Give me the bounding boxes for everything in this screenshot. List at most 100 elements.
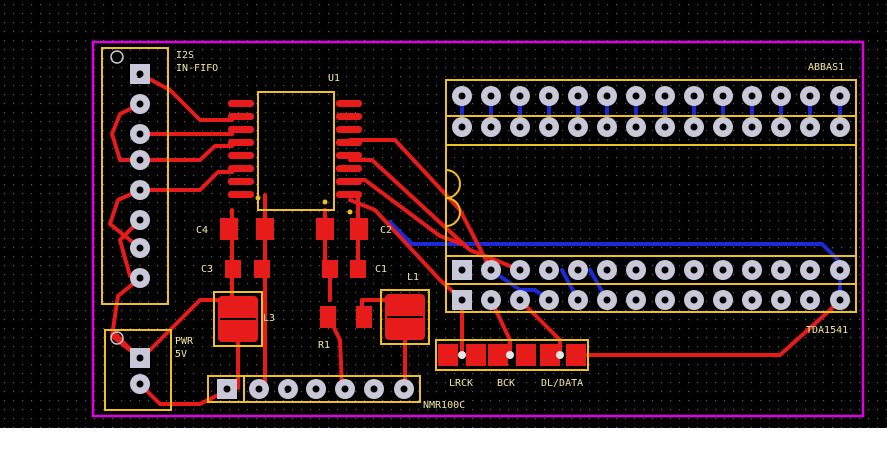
array-via-1 [458, 351, 466, 359]
i2s-pin-8-hole [136, 274, 144, 282]
through-hole-pads [130, 64, 150, 84]
inductor-marks [220, 316, 423, 320]
abbas-bottom-pin-4-hole [545, 123, 553, 131]
abbas-top-pin-3-hole [516, 92, 524, 100]
tda-bottom-pin-7-hole [632, 296, 640, 304]
i2s-pin-4-hole [136, 156, 144, 164]
nmr-pin-2-hole [255, 385, 263, 393]
label-i2s-1: I2S [176, 50, 194, 61]
tda-top-pin-1-hole [458, 266, 466, 274]
tda-bottom-pin-6-hole [603, 296, 611, 304]
abbas-top-pin-10-hole [719, 92, 727, 100]
nmr-pin-4-hole [312, 385, 320, 393]
label-abbas: ABBAS1 [808, 62, 844, 73]
abbas-bottom-pin-7-hole [632, 123, 640, 131]
abbas-bottom-pin-5-hole [574, 123, 582, 131]
nmr-pin-3-hole [284, 385, 292, 393]
label-c2: C2 [380, 225, 392, 236]
abbas-bottom-pin-1-hole [458, 123, 466, 131]
abbas-bottom-pin-10-hole [719, 123, 727, 131]
abbas-top-pin-12-hole [777, 92, 785, 100]
abbas-top-pin-9-hole [690, 92, 698, 100]
label-bck: BCK [497, 378, 515, 389]
tda-bottom-pin-11-hole [748, 296, 756, 304]
label-l1: L1 [407, 272, 419, 283]
i2s-pin-3-hole [136, 130, 144, 138]
pwr-pin-1-hole [136, 354, 144, 362]
i2s-pin-2-hole [136, 100, 144, 108]
label-tda: TDA1541 [806, 325, 848, 336]
tda-bottom-pin-5-hole [574, 296, 582, 304]
tda-top-pin-7-hole [632, 266, 640, 274]
marker-dot-2 [322, 199, 328, 205]
tda-top-pin-4-hole [545, 266, 553, 274]
pwr-pin-2-hole [136, 380, 144, 388]
abbas-top-pin-11-hole [748, 92, 756, 100]
label-c1: C1 [375, 264, 387, 275]
abbas-bottom-pin-6-hole [603, 123, 611, 131]
tda-bottom-pin-4-hole [545, 296, 553, 304]
nmr-pin-5-hole [341, 385, 349, 393]
tda-bottom-pin-3-hole [516, 296, 524, 304]
abbas-bottom-pin-14-hole [836, 123, 844, 131]
label-pin1-nmr: 5 [285, 386, 290, 396]
tda-top-pin-9-hole [690, 266, 698, 274]
abbas-bottom-pin-2-hole [487, 123, 495, 131]
tda-top-pin-11-hole [748, 266, 756, 274]
tda-top-pin-6-hole [603, 266, 611, 274]
label-nmr: NMR100C [423, 400, 465, 411]
marker-dot-1 [255, 195, 261, 201]
board-outline [91, 40, 865, 418]
label-u1: U1 [328, 73, 340, 84]
abbas-top-pin-13-hole [806, 92, 814, 100]
abbas-bottom-pin-12-hole [777, 123, 785, 131]
abbas-top-pin-14-hole [836, 92, 844, 100]
nmr-pin-6-hole [370, 385, 378, 393]
tda-top-pin-5-hole [574, 266, 582, 274]
tda-bottom-pin-1-hole [458, 296, 466, 304]
tda-bottom-pin-14-hole [836, 296, 844, 304]
tda-bottom-pin-12-hole [777, 296, 785, 304]
tda-top-pin-10-hole [719, 266, 727, 274]
tda-top-pin-8-hole [661, 266, 669, 274]
tda-top-pin-14-hole [836, 266, 844, 274]
array-via-3 [556, 351, 564, 359]
i2s-pin-6-hole [136, 216, 144, 224]
label-l3: L3 [263, 313, 275, 324]
label-dldata: DL/DATA [541, 378, 583, 389]
abbas-bottom-pin-11-hole [748, 123, 756, 131]
smd-pads [218, 100, 586, 366]
silkscreen [101, 47, 857, 411]
tda-bottom-pin-2-hole [487, 296, 495, 304]
nmr-pin-1-hole [223, 385, 231, 393]
abbas-top-pin-4-hole [545, 92, 553, 100]
mount-hole-2 [110, 331, 124, 345]
tda-top-pin-12-hole [777, 266, 785, 274]
label-pin1-i2s: 1 [136, 71, 141, 81]
abbas-bottom-pin-3-hole [516, 123, 524, 131]
abbas-top-pin-2-hole [487, 92, 495, 100]
array-via-2 [506, 351, 514, 359]
tda-bottom-pin-9-hole [690, 296, 698, 304]
tda-bottom-pin-8-hole [661, 296, 669, 304]
label-c4: C4 [196, 225, 208, 236]
abbas-top-pin-6-hole [603, 92, 611, 100]
tda-bottom-pin-13-hole [806, 296, 814, 304]
abbas-bottom-pin-9-hole [690, 123, 698, 131]
i2s-pin-5-hole [136, 186, 144, 194]
label-r1: R1 [318, 340, 330, 351]
mount-hole-1 [110, 50, 124, 64]
abbas-bottom-pin-8-hole [661, 123, 669, 131]
label-pwr-1: PWR [175, 336, 194, 347]
abbas-top-pin-1-hole [458, 92, 466, 100]
label-c3: C3 [201, 264, 213, 275]
abbas-top-pin-7-hole [632, 92, 640, 100]
nmr-pin-7-hole [400, 385, 408, 393]
tda-top-pin-3-hole [516, 266, 524, 274]
marker-dot-3 [347, 209, 353, 215]
label-lrck: LRCK [449, 378, 473, 389]
abbas-bottom-pin-13-hole [806, 123, 814, 131]
abbas-top-pin-8-hole [661, 92, 669, 100]
tda-top-pin-13-hole [806, 266, 814, 274]
